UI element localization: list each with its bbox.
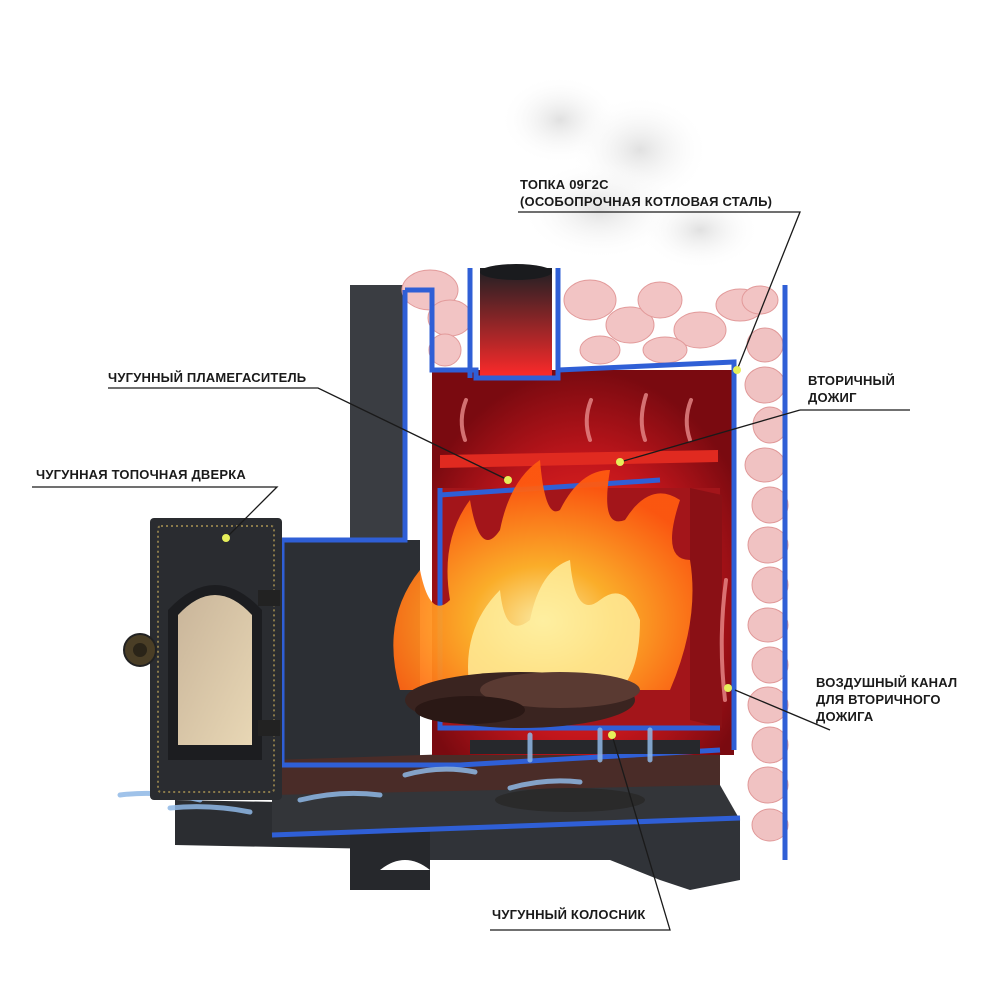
top-stones [401,269,779,367]
flame-arrester-plate [440,450,718,468]
chimney [480,264,552,378]
hot-air-arrows [459,393,728,702]
label-air-channel-line-2: ДЛЯ ВТОРИЧНОГО [816,692,941,707]
leader-lines [32,211,910,931]
label-door-text: ЧУГУННАЯ ТОПОЧНАЯ ДВЕРКА [36,467,246,482]
firebox-door [123,518,282,800]
label-air-channel-line-1: ВОЗДУШНЫЙ КАНАЛ [816,675,958,690]
label-secondary-burn: ВТОРИЧНЫЙ ДОЖИГ [808,372,895,406]
label-flame-arrester-text: ЧУГУННЫЙ ПЛАМЕГАСИТЕЛЬ [108,370,307,385]
stove-body [175,285,740,890]
label-grate-text: ЧУГУННЫЙ КОЛОСНИК [492,907,646,922]
callout-markers [222,366,741,739]
flames [393,460,693,690]
label-door: ЧУГУННАЯ ТОПОЧНАЯ ДВЕРКА [36,466,246,483]
label-flame-arrester: ЧУГУННЫЙ ПЛАМЕГАСИТЕЛЬ [108,369,306,386]
label-firebox-steel-line-2: (ОСОБОПРОЧНАЯ КОТЛОВАЯ СТАЛЬ) [520,194,773,209]
label-grate: ЧУГУННЫЙ КОЛОСНИК [492,906,646,923]
label-firebox-steel: ТОПКА 09Г2С (ОСОБОПРОЧНАЯ КОТЛОВАЯ СТАЛЬ… [520,176,772,210]
label-firebox-steel-line-1: ТОПКА 09Г2С [520,177,609,192]
label-secondary-burn-line-1: ВТОРИЧНЫЙ [808,373,896,388]
firewood-logs [405,672,640,728]
steam-cloud [500,75,760,270]
side-stones [744,327,789,842]
label-secondary-burn-line-2: ДОЖИГ [808,390,857,405]
label-air-channel: ВОЗДУШНЫЙ КАНАЛ ДЛЯ ВТОРИЧНОГО ДОЖИГА [816,674,957,725]
cut-edges [271,268,788,860]
label-air-channel-line-3: ДОЖИГА [816,709,874,724]
